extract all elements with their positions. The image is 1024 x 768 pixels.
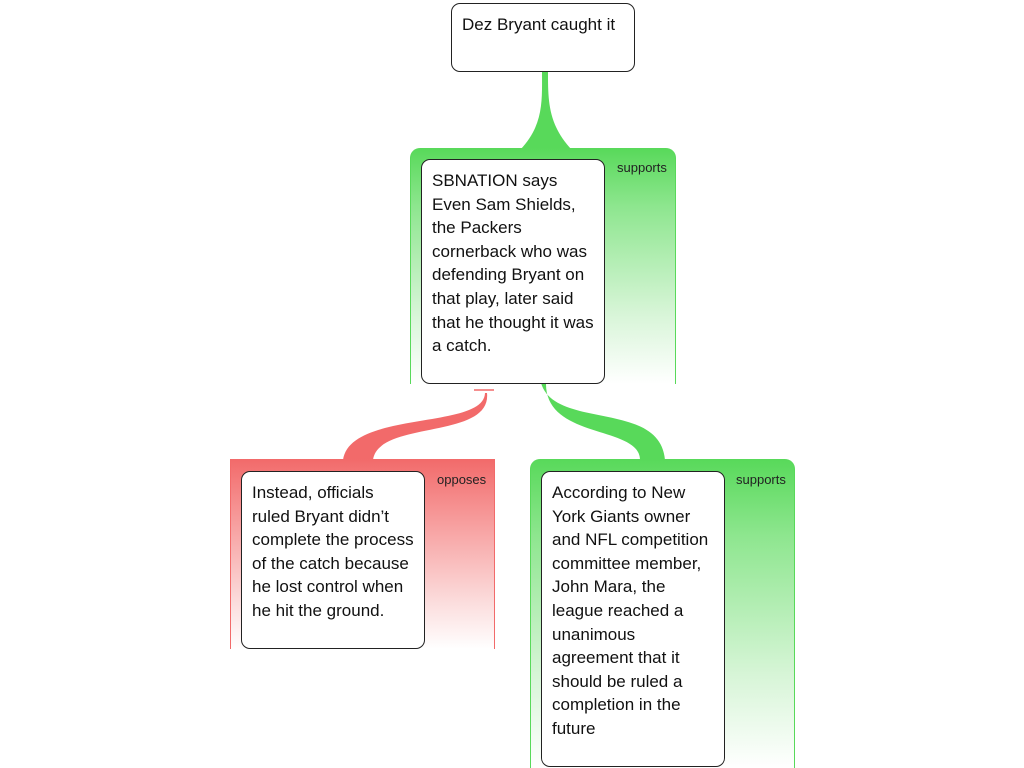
evidence-node-officials[interactable]: Instead, officials ruled Bryant didn’t c… [241, 471, 425, 649]
relation-label-supports-mara: supports [736, 472, 786, 487]
evidence-node-mara[interactable]: According to New York Giants owner and N… [541, 471, 725, 767]
relation-label-supports-sbnation: supports [617, 160, 667, 175]
connector-sbnation-to-officials [343, 393, 488, 460]
evidence-node-sbnation[interactable]: SBNATION says Even Sam Shields, the Pack… [421, 159, 605, 384]
connector-claim-to-sbnation [520, 72, 572, 150]
relation-label-opposes-officials: opposes [437, 472, 487, 487]
claim-node[interactable]: Dez Bryant caught it [451, 3, 635, 72]
connector-sbnation-to-mara [541, 383, 665, 460]
